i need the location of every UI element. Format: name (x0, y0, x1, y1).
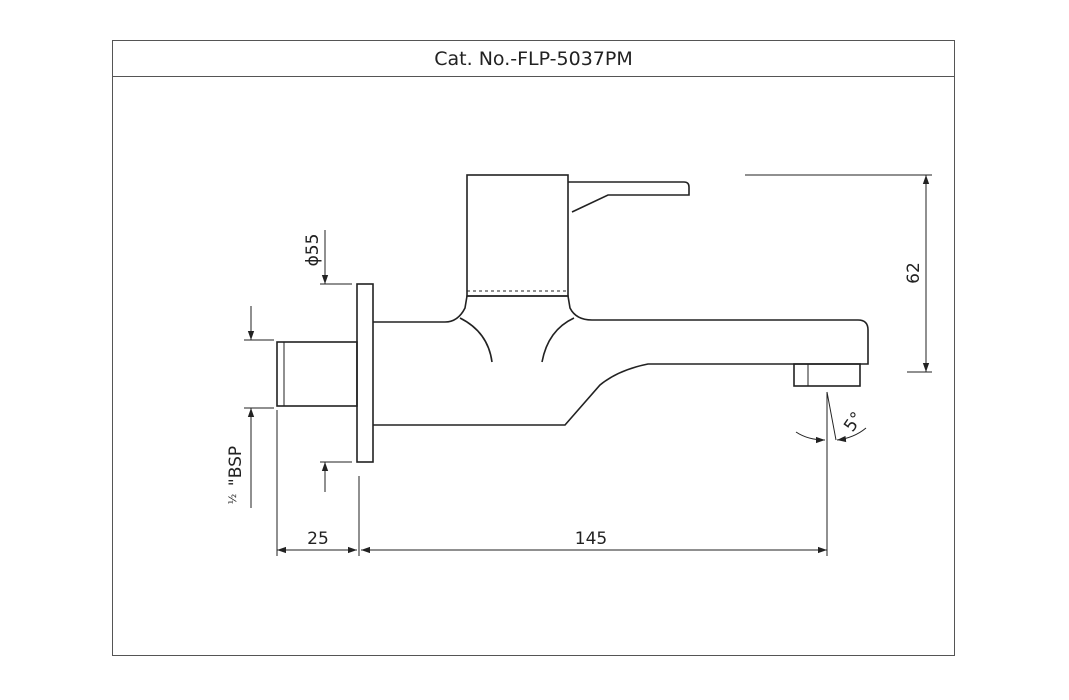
threaded-inlet (276, 341, 358, 407)
spout-length-label: 145 (575, 529, 607, 549)
handle-body (466, 174, 569, 297)
aerator (793, 363, 861, 387)
lever-handle (568, 181, 690, 213)
drawing-frame: Cat. No.-FLP-5037PM (112, 40, 955, 656)
diameter-label: ϕ55 (303, 234, 323, 267)
catalog-number: Cat. No.-FLP-5037PM (434, 47, 633, 70)
faucet-body (373, 295, 869, 426)
body-curve-left (459, 317, 493, 363)
inlet-length-label: 25 (307, 529, 329, 549)
faucet-outline (276, 174, 869, 463)
angle-ray (826, 391, 837, 441)
angle-arc-left (795, 431, 826, 444)
dimension-labels: ϕ55 62 25 145 ½ "BSP 5° (226, 234, 924, 549)
body-curve-right (541, 317, 575, 363)
bsp-label: "BSP (226, 446, 246, 486)
height-label: 62 (904, 262, 924, 284)
bsp-fraction-label: ½ (226, 494, 239, 505)
angle-label: 5° (840, 408, 867, 435)
title-bar: Cat. No.-FLP-5037PM (113, 41, 954, 77)
dimension-lines (244, 174, 932, 556)
angle-arc-right (836, 427, 867, 443)
wall-flange (356, 283, 374, 463)
